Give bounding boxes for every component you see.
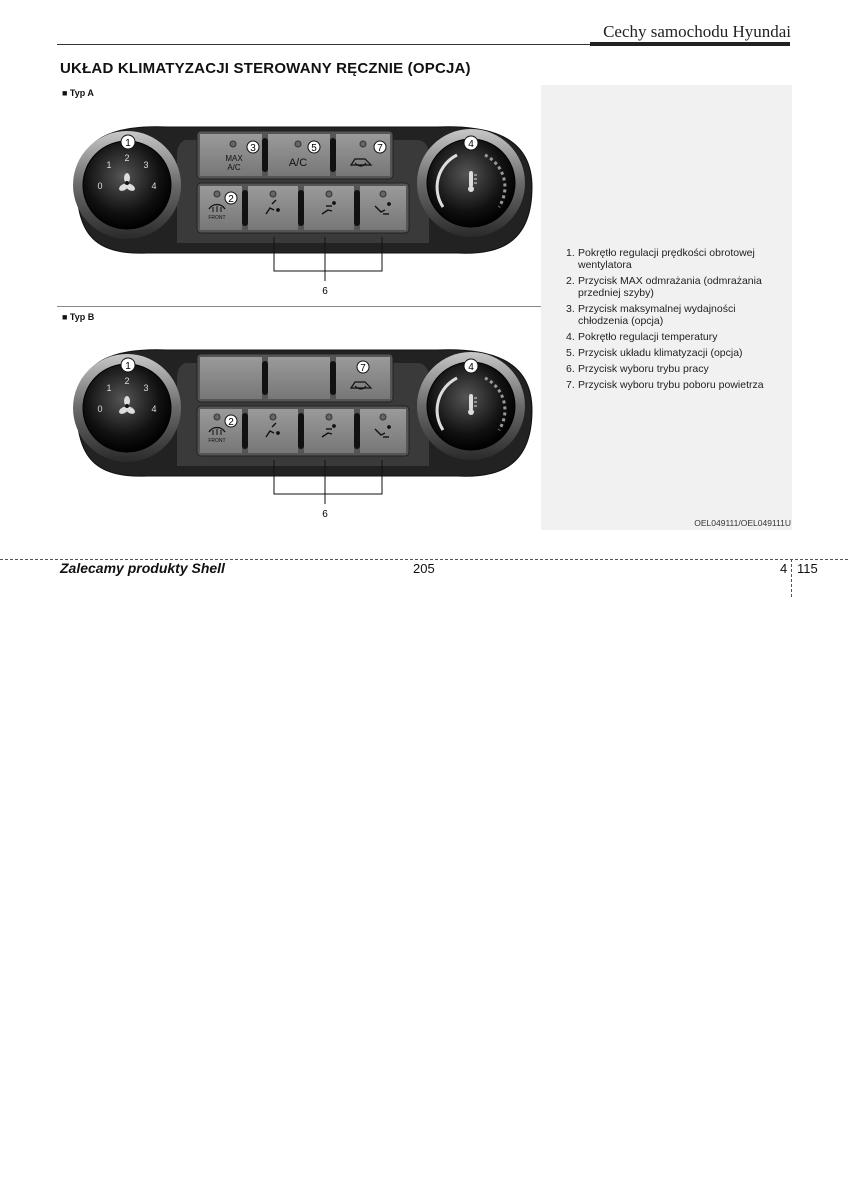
air-intake-indicator [359,140,367,148]
ac-indicator [294,140,302,148]
callout-5: 5 [311,143,317,154]
legend-list: 1.Pokrętło regulacji prędkości obrotowej… [566,247,786,395]
front-defrost-icon [208,203,226,212]
front-label: FRONT [208,438,225,444]
fan-scale-2: 2 [124,153,129,163]
max-ac-label-line1: MAX [225,154,243,163]
callout-7: 7 [377,143,383,154]
callout-4: 4 [468,139,474,150]
legend-item: 1.Pokrętło regulacji prędkości obrotowej… [566,247,755,271]
header-rule-accent [590,42,790,46]
footer-section-number: 4 [780,561,788,576]
legend-item: 7.Przycisk wyboru trybu poboru powietrza [566,379,764,391]
header-title: Cechy samochodu Hyundai [603,22,791,41]
recirculation-icon [349,381,373,390]
callout-6: 6 [322,286,328,297]
section-title: UKŁAD KLIMATYZACJI STEROWANY RĘCZNIE (OP… [60,60,471,77]
footer-center-number: 205 [413,561,435,576]
footer-dashed-separator [791,559,792,597]
ac-label: A/C [289,157,307,169]
recirculation-icon [349,158,373,167]
max-ac-label-line2: A/C [227,163,241,172]
footer-sponsor: Zalecamy produkty Shell [60,560,225,576]
callout-3: 3 [250,143,256,154]
fan-scale-2: 2 [124,376,129,386]
front-label: FRONT [208,215,225,221]
air-intake-button [336,134,390,176]
fan-scale-0: 0 [97,181,102,191]
footer-page-number: 115 [797,561,818,576]
mode-face-icon [265,422,280,438]
blank-button-center [268,357,330,399]
legend-item: 5.Przycisk układu klimatyzacji (opcja) [566,347,743,359]
callout-6: 6 [322,509,328,520]
footer-dashed-rule [0,559,848,560]
fan-scale-1: 1 [106,383,111,393]
climate-panel-type-b: FRONT 0 1 2 3 4 1 7 2 4 6 [73,349,533,520]
front-defrost-icon [208,426,226,435]
mode-bilevel-icon [321,201,336,215]
header-rule [57,44,790,45]
callout-1: 1 [125,138,131,149]
climate-panel-type-a: MAX A/C A/C FRONT 0 1 2 3 4 [73,126,533,297]
fan-scale-3: 3 [143,160,148,170]
callout-1: 1 [125,361,131,372]
fan-icon [119,173,135,191]
thermometer-icon [468,394,477,415]
legend-item: 3.Przycisk maksymalnej wydajności chłodz… [566,303,736,327]
mode-floor-icon [374,425,391,438]
fan-scale-3: 3 [143,383,148,393]
fan-icon [119,396,135,414]
legend-item: 4.Pokrętło regulacji temperatury [566,331,718,343]
thermometer-icon [468,171,477,192]
legend-item: 2.Przycisk MAX odmrażania (odmrażania pr… [566,275,762,299]
mode-bilevel-icon [321,424,336,438]
legend-item: 6.Przycisk wyboru trybu pracy [566,363,709,375]
fan-scale-4: 4 [151,181,156,191]
type-b-label: ■ Typ B [62,312,95,322]
figure-code: OEL049111/OEL049111U [694,518,791,528]
blank-button-left [200,357,262,399]
mode-floor-icon [374,202,391,215]
callout-2: 2 [228,194,234,205]
callout-7: 7 [360,363,366,374]
type-a-label: ■ Typ A [62,88,94,98]
callout-4: 4 [468,362,474,373]
fan-scale-4: 4 [151,404,156,414]
callout-2: 2 [228,417,234,428]
ac-button [268,134,330,176]
fan-scale-1: 1 [106,160,111,170]
mode-face-icon [265,199,280,215]
fan-scale-0: 0 [97,404,102,414]
figure-divider [57,306,541,307]
max-ac-indicator [229,140,237,148]
